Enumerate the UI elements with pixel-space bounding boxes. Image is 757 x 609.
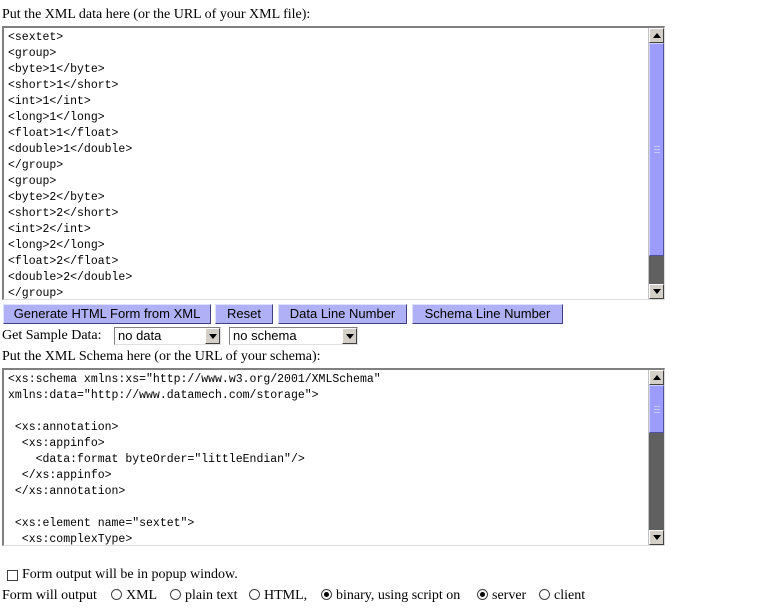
- scroll-grip-icon: [654, 146, 660, 147]
- output-xml-radio[interactable]: [111, 589, 122, 600]
- scroll-track[interactable]: [649, 433, 664, 530]
- scroll-down-button[interactable]: [649, 530, 664, 545]
- scroll-thumb[interactable]: [649, 43, 664, 256]
- popup-label: Form output will be in popup window.: [22, 567, 238, 582]
- script-server-radio[interactable]: [477, 589, 488, 600]
- xml-data-label: Put the XML data here (or the URL of you…: [2, 7, 311, 22]
- script-client-radio[interactable]: [539, 589, 550, 600]
- scroll-up-icon: [652, 33, 661, 38]
- sample-schema-value: no schema: [233, 328, 297, 343]
- xml-data-content: <sextet> <group> <byte>1</byte> <short>1…: [8, 31, 133, 299]
- scroll-thumb[interactable]: [649, 385, 664, 433]
- sample-schema-select[interactable]: no schema: [229, 327, 358, 345]
- scroll-down-button[interactable]: [649, 284, 664, 299]
- scroll-grip-icon: [654, 406, 660, 407]
- schema-textarea[interactable]: <xs:schema xmlns:xs="http://www.w3.org/2…: [2, 368, 665, 546]
- scroll-up-icon: [652, 375, 661, 380]
- scroll-up-button[interactable]: [649, 28, 664, 43]
- generate-html-form-button[interactable]: Generate HTML Form from XML: [3, 304, 211, 324]
- xml-data-scrollbar[interactable]: [648, 28, 664, 299]
- script-client-label: client: [554, 588, 586, 603]
- sample-data-label: Get Sample Data:: [2, 328, 102, 343]
- popup-checkbox[interactable]: [7, 570, 18, 581]
- scroll-up-button[interactable]: [649, 370, 664, 385]
- sample-data-value: no data: [118, 328, 162, 343]
- dropdown-button[interactable]: [342, 328, 357, 344]
- dropdown-arrow-icon: [208, 333, 217, 339]
- output-xml-label: XML: [126, 588, 158, 603]
- schema-content: <xs:schema xmlns:xs="http://www.w3.org/2…: [8, 373, 381, 545]
- xml-data-textarea[interactable]: <sextet> <group> <byte>1</byte> <short>1…: [2, 26, 665, 300]
- output-label: Form will output: [2, 588, 97, 603]
- output-plain-text-label: plain text: [185, 588, 238, 603]
- output-html-label: HTML,: [264, 588, 308, 603]
- script-server-label: server: [492, 588, 527, 603]
- scroll-down-icon: [652, 289, 661, 294]
- data-line-number-button[interactable]: Data Line Number: [278, 304, 407, 324]
- output-plain-text-radio[interactable]: [170, 589, 181, 600]
- dropdown-button[interactable]: [205, 328, 220, 344]
- output-html-radio[interactable]: [249, 589, 260, 600]
- output-binary-label: binary, using script on: [336, 588, 461, 603]
- schema-line-number-button[interactable]: Schema Line Number: [412, 304, 563, 324]
- scroll-down-icon: [652, 535, 661, 540]
- output-binary-radio[interactable]: [321, 589, 332, 600]
- scroll-grip-icon: [654, 152, 660, 153]
- scroll-grip-icon: [654, 409, 660, 410]
- scroll-grip-icon: [654, 149, 660, 150]
- schema-label: Put the XML Schema here (or the URL of y…: [2, 349, 321, 364]
- scroll-track[interactable]: [649, 256, 664, 287]
- sample-data-select[interactable]: no data: [114, 327, 221, 345]
- scroll-grip-icon: [654, 412, 660, 413]
- reset-button[interactable]: Reset: [215, 304, 273, 324]
- schema-scrollbar[interactable]: [648, 370, 664, 545]
- dropdown-arrow-icon: [345, 333, 354, 339]
